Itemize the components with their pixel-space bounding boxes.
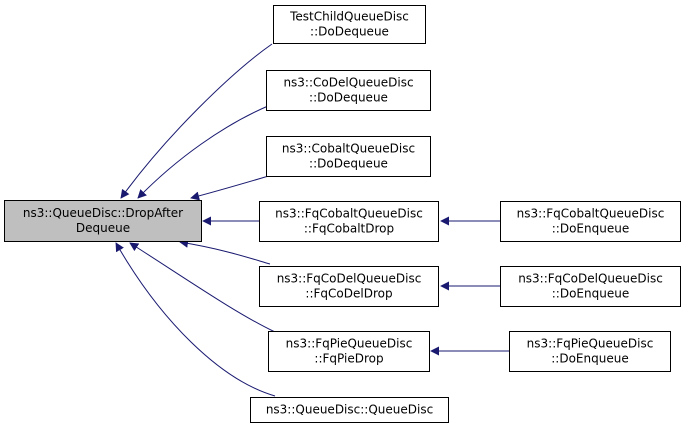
node-label-line: ::FqPieDrop [314,352,383,366]
node-label-line: ns3::FqCobaltQueueDisc [275,207,423,221]
edge-fq-pie-drop-to-root [129,242,276,333]
node-box [273,5,426,44]
node-test-child[interactable]: TestChildQueueDisc::DoDequeue [273,5,426,44]
node-label-line: ns3::FqPieQueueDisc [286,337,413,351]
node-label-line: ns3::FqPieQueueDisc [527,337,654,351]
node-box [266,136,431,177]
node-label-line: ns3::QueueDisc::DropAfter [23,206,183,220]
node-label-line: ::FqCoDelDrop [305,287,392,301]
edge-test-child-to-root [120,43,273,199]
node-label-line: TestChildQueueDisc [289,10,409,24]
node-label-line: ::DoDequeue [310,25,389,39]
node-box [259,201,439,242]
node-label-line: ns3::CobaltQueueDisc [282,142,415,156]
node-box [250,397,449,423]
node-queue-disc-ctor[interactable]: ns3::QueueDisc::QueueDisc [250,397,449,423]
node-box [500,266,681,307]
node-label-line: ::DoDequeue [309,91,388,105]
edge-fq-codel-drop-to-root [179,238,271,265]
edge-queue-disc-ctor-to-root [115,242,276,397]
node-box [268,331,430,372]
node-label-line: ::DoEnqueue [552,222,629,236]
node-fq-pie-drop[interactable]: ns3::FqPieQueueDisc::FqPieDrop [268,331,430,372]
node-label-line: ::DoDequeue [309,157,388,171]
node-fq-codel-enq[interactable]: ns3::FqCoDelQueueDisc::DoEnqueue [500,266,681,307]
node-box [266,70,431,111]
node-box [500,201,681,242]
node-label-line: ::DoEnqueue [551,352,628,366]
node-box [259,266,439,307]
node-fq-cobalt-drop[interactable]: ns3::FqCobaltQueueDisc::FqCobaltDrop [259,201,439,242]
node-label-line: ns3::FqCoDelQueueDisc [518,272,663,286]
node-fq-codel-drop[interactable]: ns3::FqCoDelQueueDisc::FqCoDelDrop [259,266,439,307]
edge-cobalt-to-root [190,174,273,201]
node-label-line: ::FqCobaltDrop [304,222,394,236]
node-box [4,200,202,242]
edges [115,43,509,397]
node-label-line: Dequeue [76,221,130,235]
node-cobalt[interactable]: ns3::CobaltQueueDisc::DoDequeue [266,136,431,177]
node-label-line: ns3::QueueDisc::QueueDisc [266,403,433,417]
node-label-line: ::DoEnqueue [552,287,629,301]
node-label-line: ns3::FqCoDelQueueDisc [277,272,422,286]
node-label-line: ns3::FqCobaltQueueDisc [517,207,665,221]
node-codel[interactable]: ns3::CoDelQueueDisc::DoDequeue [266,70,431,111]
node-fq-pie-enq[interactable]: ns3::FqPieQueueDisc::DoEnqueue [509,331,671,372]
node-fq-cobalt-enq[interactable]: ns3::FqCobaltQueueDisc::DoEnqueue [500,201,681,242]
edge-codel-to-root [137,105,269,199]
node-label-line: ns3::CoDelQueueDisc [283,76,413,90]
node-box [509,331,671,372]
